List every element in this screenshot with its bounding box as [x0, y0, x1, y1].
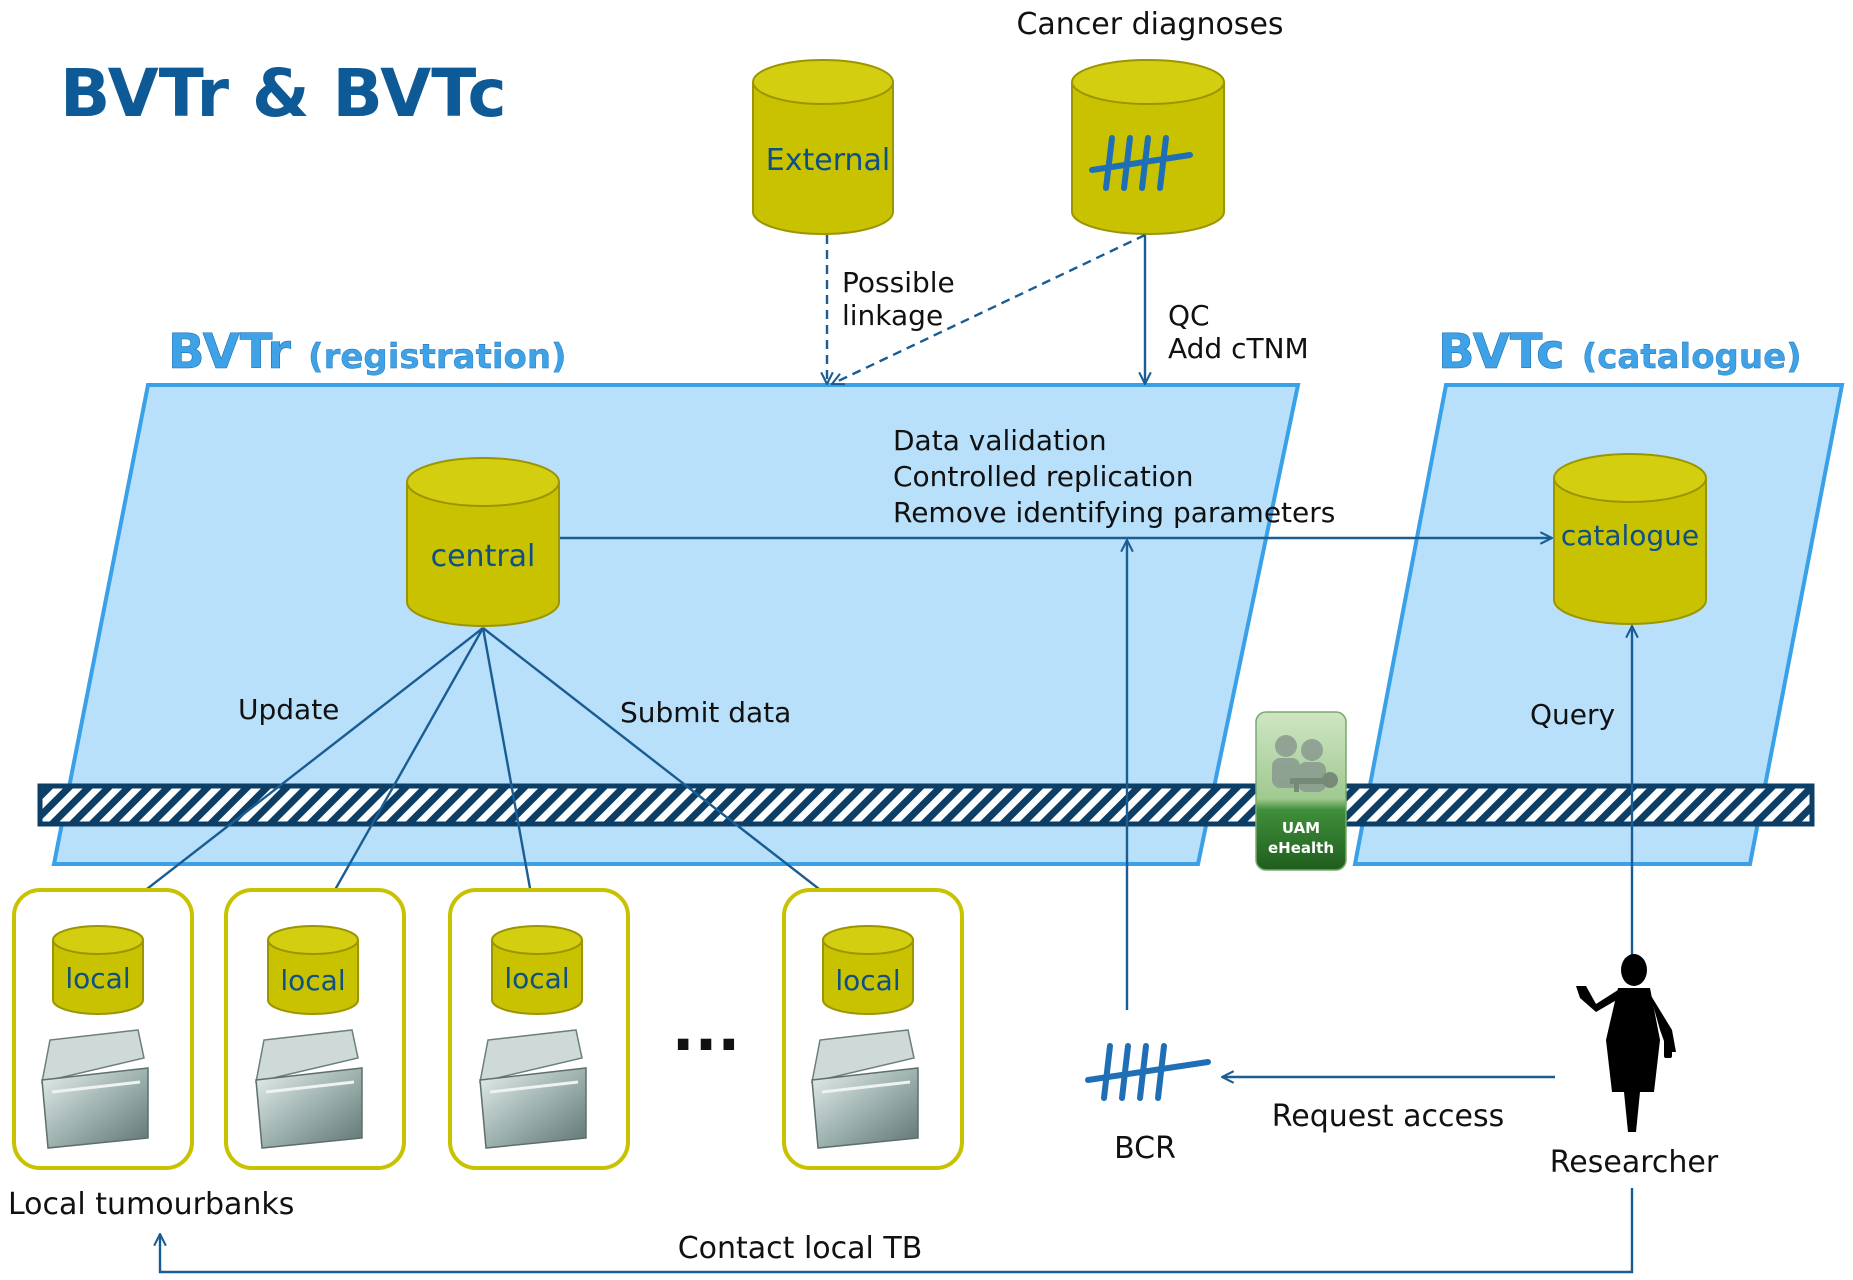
freezer-icon — [479, 1029, 587, 1149]
update-label: Update — [238, 693, 339, 726]
more-tumourbanks-ellipsis: ... — [672, 995, 740, 1065]
registration-zone — [51, 383, 1301, 866]
local-tumourbanks-label: Local tumourbanks — [8, 1187, 294, 1222]
catalogue-database: catalogue — [1553, 453, 1707, 625]
contact-local-tb-arrow — [160, 1188, 1634, 1274]
catalogue-zone-title: BVTc (catalogue) — [1438, 324, 1802, 380]
catalogue-zone — [1352, 383, 1845, 866]
uam-badge-line2: eHealth — [1268, 839, 1334, 857]
central-label: central — [431, 539, 536, 574]
tally-marks-icon — [1085, 1043, 1211, 1101]
local-label: local — [835, 964, 900, 997]
query-label: Query — [1530, 698, 1615, 731]
local-tumourbank-2: local — [224, 888, 406, 1170]
researcher-label: Researcher — [1550, 1145, 1719, 1180]
local-label: local — [65, 962, 130, 995]
cancer-registry-database — [1071, 59, 1225, 235]
bcr-node: BCR — [1085, 1043, 1211, 1166]
possible-linkage-label: Possible linkage — [842, 266, 964, 332]
page-title: BVTr & BVTc — [60, 55, 507, 132]
network-bar — [37, 783, 1815, 827]
bcr-label: BCR — [1114, 1131, 1176, 1166]
local-tumourbank-1: local — [12, 888, 194, 1170]
registration-zone-title: BVTr (registration) — [168, 324, 567, 380]
submit-data-label: Submit data — [620, 696, 791, 729]
cancer-diagnoses-caption: Cancer diagnoses — [1016, 7, 1283, 42]
linkage-arrow-diagnoses — [832, 233, 1146, 384]
users-key-icon — [1272, 735, 1338, 792]
freezer-icon — [255, 1029, 363, 1149]
contact-local-tb-label: Contact local TB — [678, 1231, 923, 1266]
freezer-icon — [41, 1029, 149, 1149]
local-tumourbank-3: local — [448, 888, 630, 1170]
freezer-icon — [811, 1029, 919, 1149]
uam-ehealth-badge: UAM eHealth — [1255, 711, 1347, 871]
local-label: local — [280, 964, 345, 997]
validation-steps: Data validation Controlled replication R… — [893, 424, 1335, 529]
central-database: central — [406, 457, 560, 627]
local-label: local — [504, 962, 569, 995]
qc-label: QC Add cTNM — [1168, 299, 1309, 365]
catalogue-label: catalogue — [1561, 519, 1699, 552]
local-tumourbank-4: local — [782, 888, 964, 1170]
external-label: External — [766, 143, 890, 178]
external-database: External — [752, 59, 894, 235]
tally-marks-icon — [1089, 135, 1193, 191]
submission-lines — [97, 627, 869, 928]
request-access-label: Request access — [1272, 1099, 1505, 1134]
researcher-silhouette-icon — [1576, 954, 1676, 1132]
uam-badge-line1: UAM — [1282, 819, 1320, 837]
